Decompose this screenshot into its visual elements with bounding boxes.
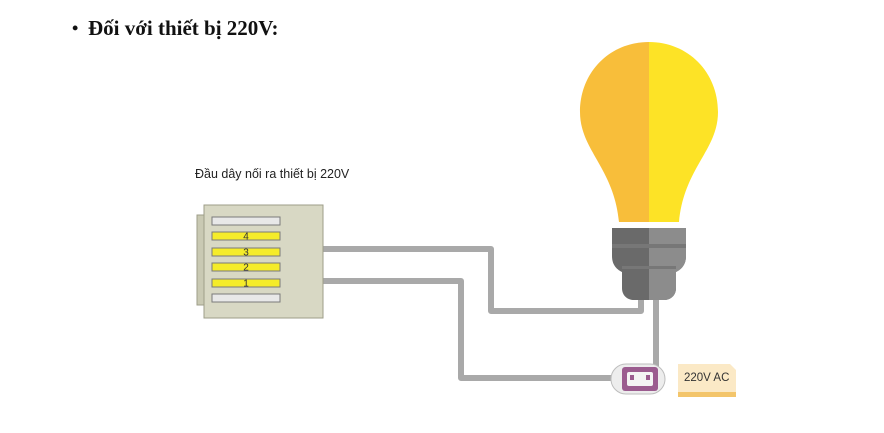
wire-group [272, 246, 659, 381]
terminal-slot-bottom [211, 293, 281, 303]
section-heading: • Đối với thiết bị 220V: [72, 16, 279, 41]
pin-label-3: 3 [243, 248, 249, 259]
terminal-pin-4 [211, 231, 281, 241]
terminal-pin-2 [211, 262, 281, 272]
plug-icon [610, 363, 666, 395]
bullet-marker: • [72, 18, 79, 38]
wire-pin3-to-bulb [272, 246, 644, 314]
terminal-pin-1 [211, 278, 281, 288]
power-label: 220V AC [678, 364, 736, 397]
lightbulb-icon [580, 42, 718, 300]
heading-text: Đối với thiết bị 220V: [88, 16, 279, 40]
terminal-block: 4 3 2 1 [196, 204, 324, 319]
pin-label-4: 4 [243, 232, 249, 243]
pin-label-1: 1 [243, 279, 249, 290]
wire-pin1-to-plug [272, 278, 620, 381]
pin-label-2: 2 [243, 263, 249, 274]
terminal-caption: Đầu dây nối ra thiết bị 220V [195, 167, 350, 181]
terminal-pin-3 [211, 247, 281, 257]
terminal-slot-top [211, 216, 281, 226]
power-label-text: 220V AC [684, 372, 729, 384]
